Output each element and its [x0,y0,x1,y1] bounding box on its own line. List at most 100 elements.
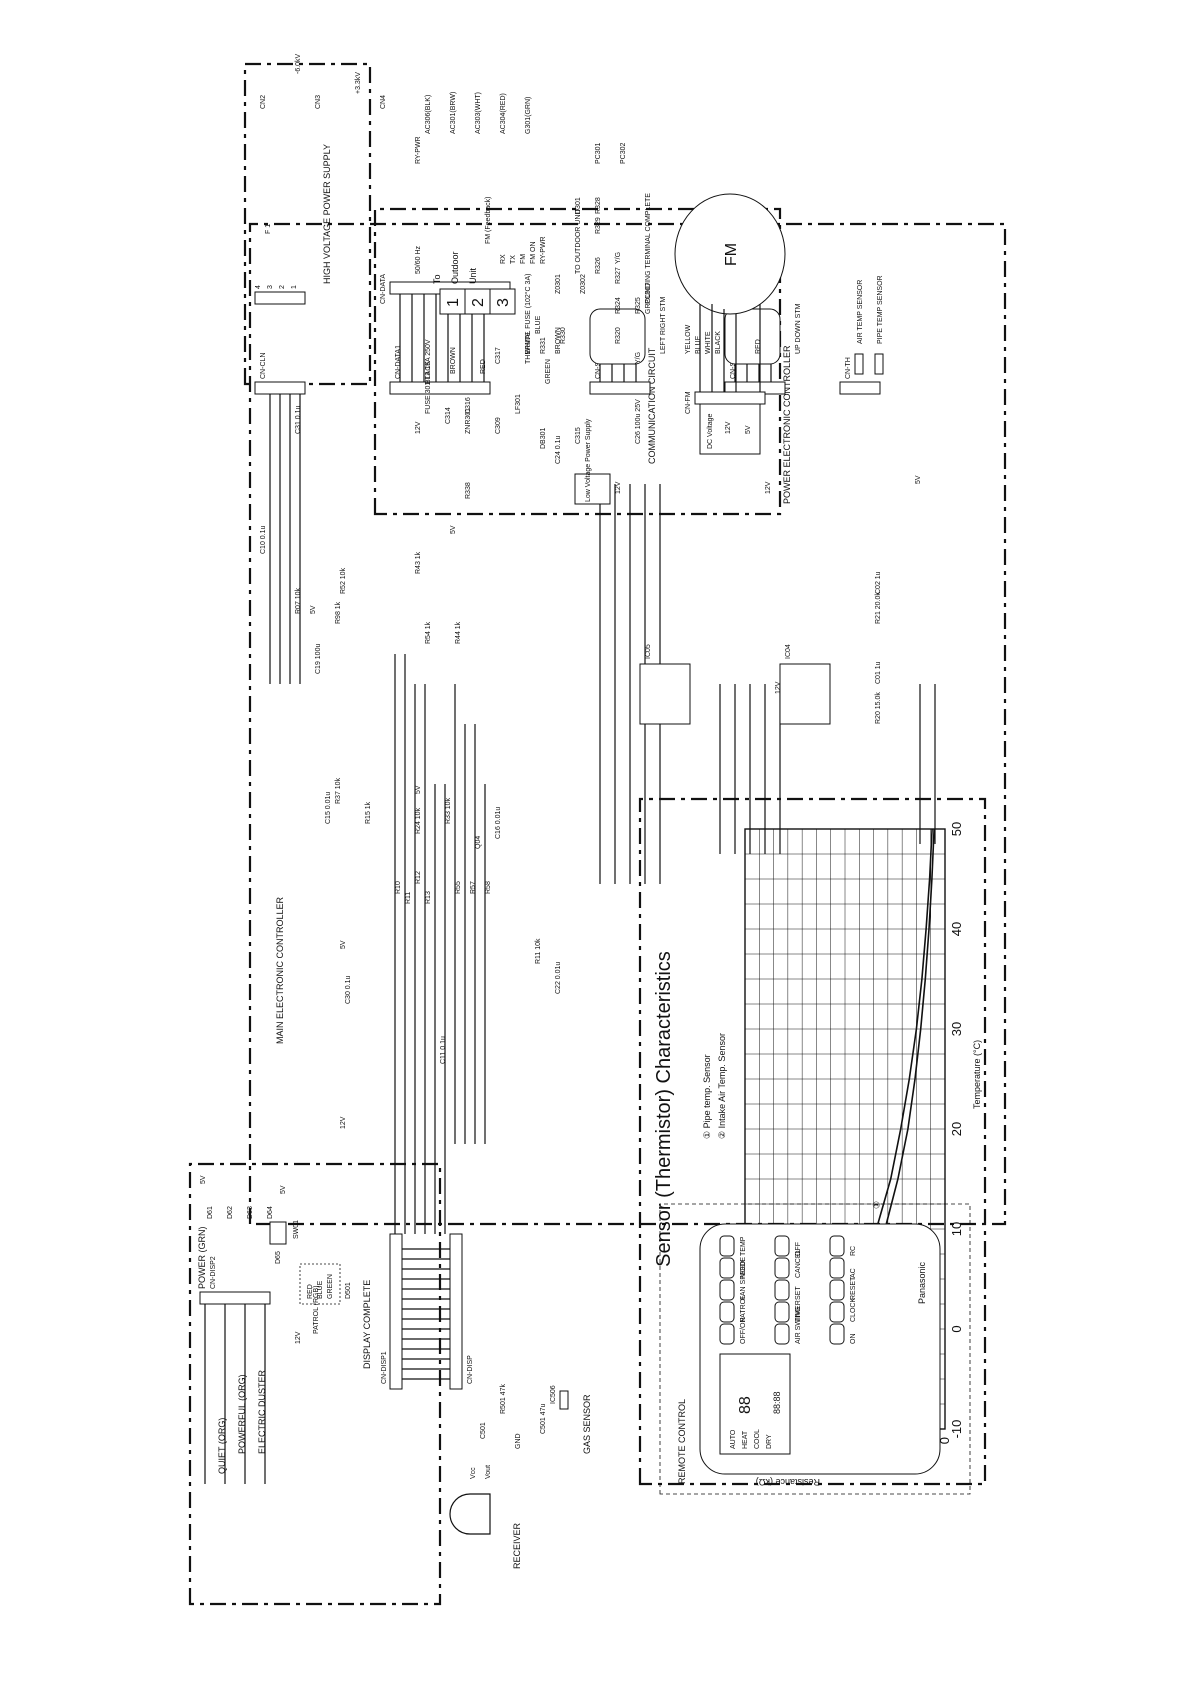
receiver-c501-cap: C501 47u [540,1404,547,1434]
cn-data1-connector [389,381,491,395]
led-id-d63: D63 [247,1206,254,1219]
remote-button-reset[interactable] [829,1279,845,1301]
fan-motor: FM CN-FM YELLOW BLUE WHITE BLACK RED [674,193,786,414]
part-c309: C309 [495,417,502,434]
sig-tx: TX [510,255,517,264]
fm-wire-black: BLACK [715,331,722,354]
led-id-d64: D64 [267,1206,274,1219]
low-voltage-label: Low Voltage Power Supply [585,418,592,502]
receiver-gnd: GND [515,1433,522,1449]
remote-button-fan-speed[interactable] [719,1279,735,1301]
outdoor-unit: Unit [468,267,478,284]
remote-button-cancel[interactable] [774,1257,790,1279]
chart-y-tick: 0 [937,1437,952,1444]
remote-button-label: CLOCK [850,1298,857,1322]
rail-12v-b: 12V [415,421,422,434]
led-quiet: QUIET (ORG) [217,1418,227,1474]
receiver-vcc: Vcc [470,1467,477,1479]
remote-button-ac[interactable] [829,1257,845,1279]
outdoor-terminal: 1 2 3 To Outdoor Unit THERMAL FUSE (102°… [432,193,652,364]
remote-button-on[interactable] [829,1323,845,1345]
led-power: POWER (GRN) [197,1227,207,1290]
part-z0302: Z0302 [580,274,587,294]
remote-button-air-swing[interactable] [774,1323,790,1345]
part-c317: C317 [495,347,502,364]
part-r98: R98 1k [335,601,342,624]
grounding-terminal: GROUNDING TERMINAL COMPLETE [645,193,652,314]
part-r37: R37 10k [335,777,342,804]
remote-button-label: RC [850,1246,857,1256]
sw01-switch[interactable] [269,1221,287,1245]
power-nets: AC306(BLK) AC301(BRW) AC303(WHT) AC304(R… [425,92,532,134]
remote-button-clock[interactable] [829,1301,845,1323]
part-r320: R320 [615,327,622,344]
rail-12v-e: 12V [775,681,782,694]
receiver-label: RECEIVER [512,1522,522,1569]
remote-button-patrol[interactable] [719,1301,735,1323]
fm-wire-yellow: YELLOW [685,324,692,354]
chart-x-tick: 0 [949,1325,964,1332]
rail-5v-e: 5V [310,605,317,614]
cn-data-label: CN-DATA [380,274,387,304]
rail-5v-d: 5V [450,525,457,534]
remote-button-rc[interactable] [829,1235,845,1257]
lr-stm-label: LEFT RIGHT STM [660,297,667,354]
remote-button-mode[interactable] [719,1257,735,1279]
part-r331: R331 [540,337,547,354]
terminal-1: 1 [445,298,462,307]
remote-button-off-on[interactable] [719,1323,735,1345]
rail-12v-c: 12V [615,481,622,494]
remote-control: AUTO HEAT COOL DRY 88 88:88 OFF/ONPATROL… [699,1223,941,1475]
hv-supply-boundary [243,62,372,386]
remote-button-set[interactable] [774,1279,790,1301]
part-r07: R07 10k [295,587,302,614]
hv-pin-1: 1 [291,285,298,289]
part-c314: C314 [445,407,452,424]
part-r11: R11 [405,892,412,904]
remote-button-label: SET [795,1286,802,1300]
cn-stm2-connector [589,381,651,395]
remote-lcd-cool: COOL [754,1429,761,1449]
hv-pos: +3.3kV [355,72,362,94]
cn-disp2-label: CN-DISP2 [210,1256,217,1289]
rail-5v-f: 5V [915,475,922,484]
receiver-vout: Vout [485,1465,492,1479]
part-r15: R15 1k [365,801,372,824]
hv-pin-2: 2 [279,285,286,289]
ic05-label: IC05 [645,644,652,659]
rail-5v-c: 5V [415,785,422,794]
outdoor-thermal-fuse: THERMAL FUSE (102°C 3A) [524,274,532,364]
remote-button-label: AC [850,1268,857,1278]
part-c26: C26 100u 25V [635,399,642,444]
part-r11b: R11 10k [535,938,542,964]
remote-button-label: RESET [850,1276,857,1300]
led-id-d65: D65 [275,1251,282,1264]
net-ac304: AC304(RED) [500,93,507,134]
remote-button-temp[interactable] [719,1235,735,1257]
wire-blue: BLUE [535,315,542,334]
remote-button-label: AIR SWING [795,1307,802,1344]
fm-wire-white: WHITE [705,331,712,354]
ic04-label: IC04 [785,644,792,659]
part-r12: R12 [415,871,422,884]
part-r10: R10 [395,881,402,894]
remote-lcd-dry: DRY [766,1434,773,1449]
part-r54: R54 1k [425,621,432,644]
remote-button-off[interactable] [774,1235,790,1257]
part-r338: R338 [465,482,472,499]
wire-black: BLACK [425,361,432,384]
part-c315: C315 [575,427,582,444]
remote-button-timer[interactable] [774,1301,790,1323]
comm-title: COMMUNICATION CIRCUIT [647,347,657,464]
patrol-label: PATROL (RGB) [313,1286,320,1334]
part-r13: R13 [425,891,432,904]
outdoor-outdoor: Outdoor [450,251,460,284]
part-r326: R326 [595,257,602,274]
to-outdoor-unit: TO OUTDOOR UNIT [575,208,582,274]
power-signal-labels: 50/60 Hz FM (Feedback) RX TX FM FM ON RY… [415,197,547,274]
part-q04: Q04 [475,836,482,849]
chart-x-tick: 10 [949,1222,964,1236]
chart-xlabel: Temperature (°C) [972,1040,982,1109]
